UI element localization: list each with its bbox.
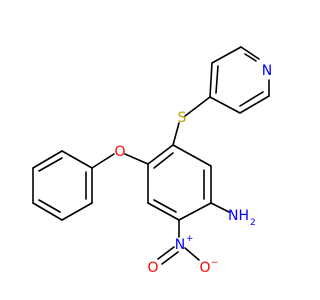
bond-n-o-right [184, 247, 200, 261]
bond [153, 152, 174, 169]
bond [32, 202, 63, 221]
bond-o-phenyl [91, 153, 115, 169]
nitro-oxygen-charge: − [211, 258, 219, 268]
bond [61, 202, 93, 221]
bond [239, 95, 270, 114]
bond [172, 144, 212, 167]
bond [239, 91, 264, 107]
bond [153, 199, 177, 213]
bond [209, 62, 213, 98]
nitro-oxygen-left-label: O [147, 260, 158, 276]
amine-group-label: NH 2 [228, 208, 256, 228]
amine-nh-label: NH [228, 208, 249, 224]
bond [147, 202, 180, 221]
bond [240, 46, 260, 60]
bond [38, 157, 63, 172]
bond [209, 96, 241, 114]
bond [211, 46, 242, 64]
sulfur-atom-label: S [178, 110, 187, 126]
bond-s-pyridine [184, 96, 211, 117]
bond [178, 202, 212, 221]
molecule-structure: S O N NH 2 N + O O − [32, 46, 272, 276]
nitro-oxygen-right-label: O [199, 260, 210, 276]
bond-n-o-left [157, 246, 175, 260]
amine-subscript-label: 2 [250, 218, 256, 228]
bond-n-o-left-double [161, 251, 179, 265]
bond-c-s [172, 122, 180, 146]
bond [61, 150, 93, 169]
nitro-nitrogen-label: N [175, 237, 185, 253]
bond-c-o [124, 153, 149, 165]
nitro-nitrogen-charge: + [186, 234, 194, 244]
bond-c-n-amine [210, 202, 230, 213]
ether-oxygen-label: O [114, 144, 125, 160]
bond [147, 144, 174, 165]
phenyl-ring [32, 150, 93, 221]
bond [32, 150, 63, 169]
central-ring [147, 144, 212, 221]
bond [244, 53, 257, 62]
bond [38, 199, 61, 213]
pyridine-nitrogen-label: N [262, 63, 272, 79]
pyridine-ring [209, 46, 270, 114]
nitro-group-label: N + O O − [147, 234, 218, 276]
bond [215, 65, 219, 94]
